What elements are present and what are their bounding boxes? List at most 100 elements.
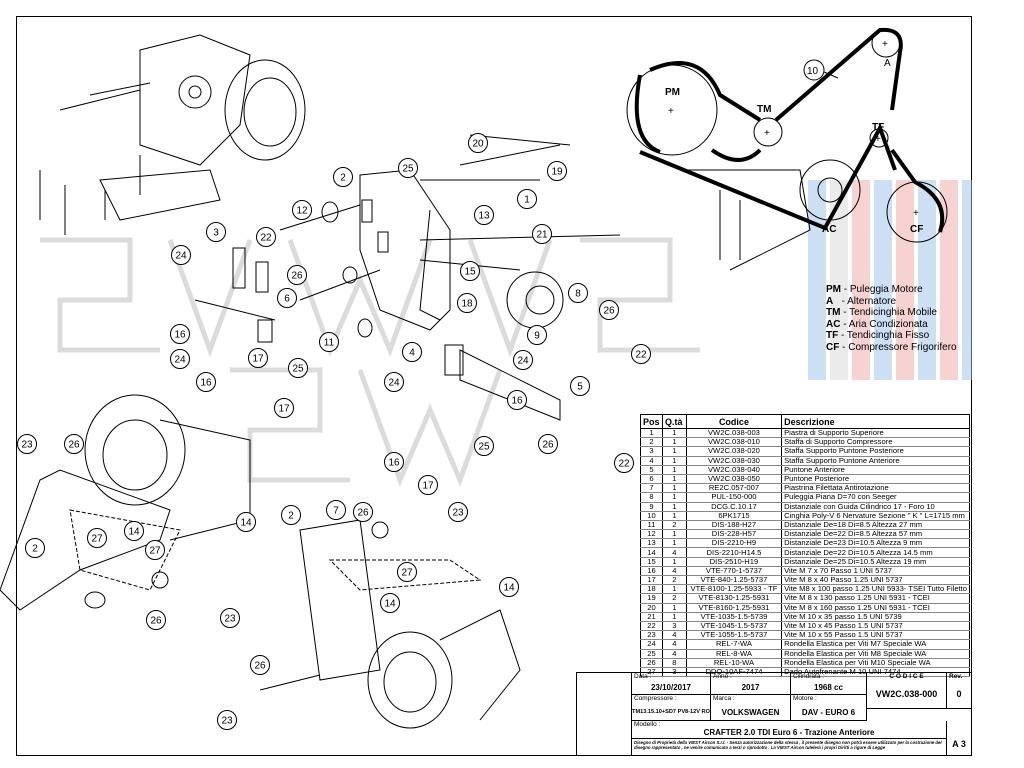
callout-16: 16 [196, 372, 216, 392]
callout-number: 25 [292, 364, 304, 375]
cell-pos: 10 [640, 511, 663, 521]
cell-pos: 2 [640, 437, 663, 448]
cell-pos: 21 [640, 612, 663, 622]
callout-26: 26 [250, 655, 270, 675]
callout-14: 14 [236, 512, 256, 532]
callout-25: 25 [398, 158, 418, 178]
callout-19: 19 [547, 161, 567, 181]
cell-description: Distanziale De=23 Di=10.5 Altezza 9 mm [781, 538, 970, 549]
cell-pos: 8 [640, 492, 663, 503]
callout-16: 16 [170, 324, 190, 344]
cell-description: Puntone Posteriore [781, 474, 970, 485]
title-block: Data : 23/10/2017 Anno : 2017 Cilindrata… [576, 672, 972, 756]
assembled-bracket-view [39, 34, 306, 235]
tb-cilindrata-value: 1968 cc [814, 683, 843, 692]
callout-16: 16 [384, 452, 404, 472]
cell-description: Vite M 10 x 35 passo 1.5 UNI 5739 [781, 612, 970, 622]
callout-bubble [402, 342, 422, 362]
tb-rev: Rev. 0 [947, 673, 971, 709]
callout-number: 26 [291, 271, 303, 282]
cell-description: Puleggia Piana D=70 con Seeger [781, 492, 970, 503]
callout-bubble [568, 283, 588, 303]
belt-callout-label: 10 [807, 66, 819, 77]
callout-bubble [145, 540, 165, 560]
cell-code: VTE-1055-1.5-5737 [685, 630, 783, 641]
cell-qty: 1 [661, 538, 687, 549]
callout-2: 2 [281, 505, 301, 525]
callout-4: 4 [402, 342, 422, 362]
callout-bubble [448, 502, 468, 522]
legend-text: - Tendicinghia Fisso [838, 330, 930, 341]
cell-qty: 1 [661, 456, 687, 466]
cell-code: VW2C.038-030 [685, 456, 783, 466]
callout-5: 5 [570, 376, 590, 396]
callout-25: 25 [474, 436, 494, 456]
cell-pos: 3 [640, 446, 663, 457]
cell-code: DIS-2210-H9 [685, 538, 783, 549]
legend-code: A [826, 295, 834, 307]
callout-bubble [220, 608, 240, 628]
callout-bubble [384, 452, 404, 472]
belt-routing-diagram: PM A TM TF AC CF + + + + + 10 [626, 27, 948, 271]
callout-27: 27 [87, 528, 107, 548]
callout-bubble [17, 434, 37, 454]
cell-qty: 8 [661, 658, 687, 668]
callout-bubble [248, 348, 268, 368]
lower-center-compressor-view [259, 519, 521, 729]
cell-pos: 9 [640, 502, 663, 512]
callout-number: 7 [333, 506, 339, 517]
legend-text: - Compressore Frigorifero [839, 341, 957, 353]
callout-25: 25 [288, 358, 308, 378]
cell-qty: 1 [661, 437, 687, 448]
callout-bubble [326, 500, 346, 520]
tb-motore-value: DAV - EURO 6 [801, 708, 856, 717]
callout-number: 24 [388, 378, 400, 389]
callout-number: 16 [200, 378, 212, 389]
callout-bubble [124, 521, 144, 541]
callout-number: 26 [254, 661, 266, 672]
cell-qty: 2 [661, 520, 687, 531]
callout-bubble [171, 245, 191, 265]
cell-pos: 13 [640, 538, 663, 549]
callout-number: 25 [478, 442, 490, 453]
cell-pos: 6 [640, 474, 663, 485]
legend-item: PM - Puleggia Motore [826, 284, 957, 296]
callout-bubble [457, 293, 477, 313]
callout-27: 27 [397, 562, 417, 582]
cell-pos: 19 [640, 593, 663, 604]
cell-qty: 4 [661, 639, 687, 650]
callout-bubble [274, 398, 294, 418]
legend-item: A - Alternatore [826, 296, 957, 308]
callout-bubble [196, 372, 216, 392]
callout-bubble [380, 593, 400, 613]
cell-description: Piastrina Filettata Antirotazione [781, 483, 970, 494]
callout-bubble [468, 133, 488, 153]
legend-code: TF [826, 330, 839, 341]
cell-qty: 1 [661, 557, 687, 567]
callout-number: 23 [221, 716, 233, 727]
cell-pos: 1 [640, 428, 663, 439]
cell-pos: 24 [640, 639, 663, 650]
legend-item: CF - Compressore Frigorifero [826, 342, 957, 354]
callout-22: 22 [631, 344, 651, 364]
cell-description: Distanziale De=25 Di=10.5 Altezza 19 mm [781, 557, 970, 567]
callout-9: 9 [527, 325, 547, 345]
header-qty: Q.tà [661, 414, 687, 429]
legend-item: TF - Tendicinghia Fisso [826, 330, 957, 342]
callout-number: 26 [150, 616, 162, 627]
cell-pos: 5 [640, 465, 663, 475]
cell-description: Distanziale De=22 Di=8.5 Altezza 57 mm [781, 529, 970, 540]
cell-qty: 1 [661, 502, 687, 512]
callout-bubble [398, 158, 418, 178]
callout-bubble [277, 288, 297, 308]
callout-bubble [513, 350, 533, 370]
callout-number: 3 [213, 228, 219, 239]
